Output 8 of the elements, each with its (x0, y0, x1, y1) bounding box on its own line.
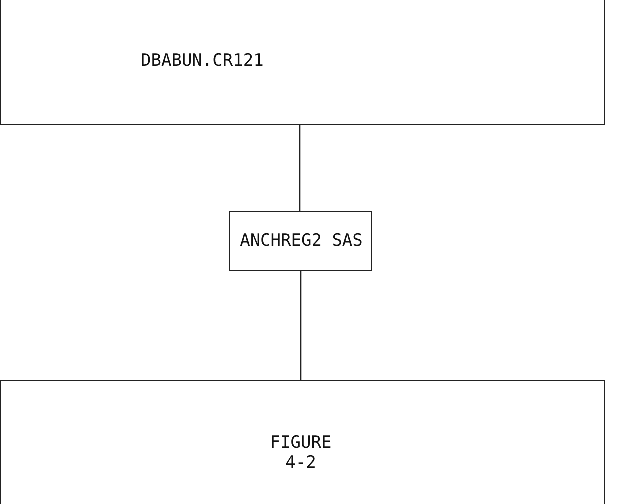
process-box (0, 380, 605, 504)
box-label: ANCHREG2 SAS (239, 231, 364, 251)
box-label: DBABUN.CR121 (141, 51, 265, 71)
process-box (229, 211, 372, 271)
box-label: FIGURE 4-2 (269, 433, 333, 473)
process-box (0, 0, 605, 125)
connector-line (299, 125, 301, 211)
connector-line (300, 271, 302, 380)
